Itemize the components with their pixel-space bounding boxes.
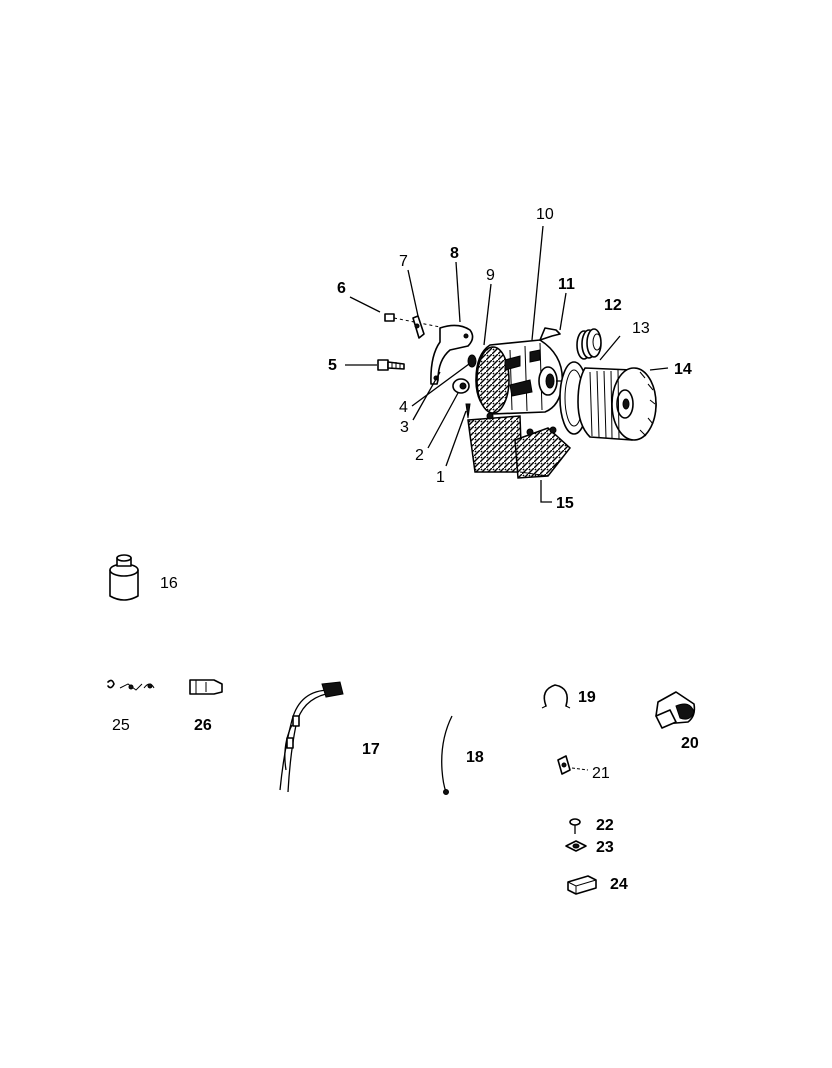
label-1: 1 xyxy=(436,469,445,486)
part-7-clip xyxy=(412,315,425,339)
part-22-screw xyxy=(569,818,581,834)
label-15: 15 xyxy=(556,495,574,512)
label-4: 4 xyxy=(399,399,408,416)
part-8-motor-bracket xyxy=(430,324,474,385)
part-12-spring xyxy=(576,328,602,360)
part-2-bushing xyxy=(452,378,470,394)
part-23-washer xyxy=(565,840,587,852)
part-4-retainer xyxy=(467,354,477,368)
label-18: 18 xyxy=(466,749,484,766)
label-7: 7 xyxy=(399,253,408,270)
label-12: 12 xyxy=(604,297,622,314)
motor-assembly xyxy=(345,225,669,503)
label-16: 16 xyxy=(160,575,178,592)
label-22: 22 xyxy=(596,817,614,834)
label-13: 13 xyxy=(632,320,650,337)
label-24: 24 xyxy=(610,876,628,893)
part-25-clips xyxy=(107,679,155,691)
part-17-wire-harness xyxy=(279,681,344,793)
part-24-block xyxy=(567,875,597,895)
part-1-screw xyxy=(465,403,471,419)
label-9: 9 xyxy=(486,267,495,284)
part-18-cable xyxy=(441,715,453,795)
label-11: 11 xyxy=(558,276,575,293)
part-19-spring-clip xyxy=(541,684,571,709)
label-19: 19 xyxy=(578,689,596,706)
label-6: 6 xyxy=(337,280,346,297)
part-21-clip xyxy=(557,755,589,775)
leader-lines xyxy=(345,225,669,503)
part-10-motor xyxy=(475,339,578,415)
label-20: 20 xyxy=(681,735,699,752)
label-14: 14 xyxy=(674,361,692,378)
label-3: 3 xyxy=(400,419,409,436)
label-26: 26 xyxy=(194,717,212,734)
label-10: 10 xyxy=(536,206,554,223)
callout-labels: 6 7 8 9 10 11 12 13 14 5 4 3 2 1 15 16 2… xyxy=(112,206,699,893)
label-23: 23 xyxy=(596,839,614,856)
part-5-bolt xyxy=(377,359,405,371)
label-25: 25 xyxy=(112,717,130,734)
label-17: 17 xyxy=(362,741,380,758)
label-21: 21 xyxy=(592,765,610,782)
part-15-motor-mount xyxy=(467,412,572,479)
part-6-screw xyxy=(384,313,441,328)
part-20-clamp xyxy=(655,691,696,729)
part-26-connector xyxy=(189,679,223,695)
part-14-blower-wheel xyxy=(577,367,657,441)
part-16-cap xyxy=(109,554,139,601)
part-11-clip xyxy=(539,327,561,341)
label-5: 5 xyxy=(328,357,337,374)
label-8: 8 xyxy=(450,245,459,262)
label-2: 2 xyxy=(415,447,424,464)
